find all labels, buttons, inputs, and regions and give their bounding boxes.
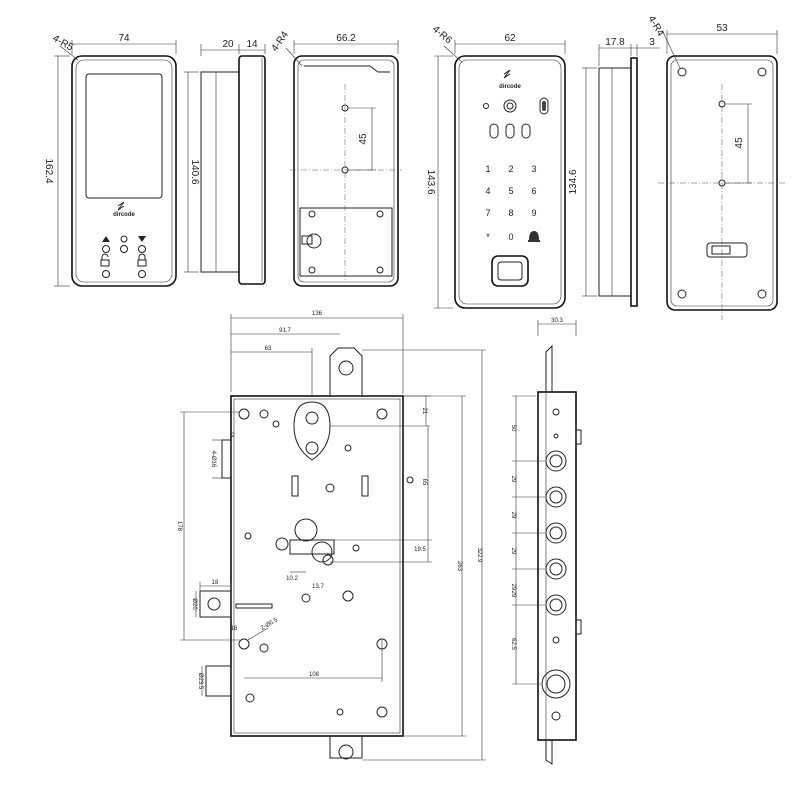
- down-arrow-icon: [138, 236, 146, 242]
- outdoor-plate-width: 66.2: [336, 33, 356, 44]
- lock-body-dim-19-5: 19.5: [414, 547, 426, 553]
- key-9: 9: [531, 208, 536, 218]
- unlock-icon: [100, 253, 110, 267]
- up-arrow-icon: [102, 236, 110, 242]
- indoor-plate-radius: 4-R4: [645, 14, 666, 39]
- lock-body-dim-178: 178: [176, 521, 182, 532]
- front-panel-radius: 4-R5: [51, 33, 76, 54]
- camera-icon: [503, 99, 517, 113]
- sensor-icon: [539, 97, 549, 115]
- lock-body-dim-263: 263: [456, 561, 462, 572]
- lock-body-dim-108: 108: [309, 672, 320, 678]
- key-star: *: [486, 232, 490, 242]
- side-panel-depth-b: 14: [246, 39, 258, 50]
- bolt-side-dim-62-5: 62.5: [510, 638, 516, 650]
- dircode-logo-icon: [503, 69, 511, 79]
- keypad-height: 143.6: [425, 169, 436, 194]
- dircode-logo-icon: [117, 201, 125, 211]
- side-panel-indoor-view: 17.8 3 134.6: [568, 37, 660, 307]
- lock-body-dim-phi23-5: Ø23.5: [197, 673, 203, 690]
- lock-body-dim-21: 21: [421, 408, 427, 415]
- indoor-hole-spacing: 45: [734, 137, 745, 149]
- lock-body-width: 136: [312, 311, 323, 317]
- lock-body-dim-63: 63: [265, 346, 272, 352]
- key-3: 3: [531, 164, 536, 174]
- indoor-side-depth-a: 17.8: [605, 37, 625, 48]
- bolt-side-dim-50: 50: [510, 425, 516, 432]
- lock-body-dim-16: 16: [231, 626, 238, 632]
- front-panel-view: dircode 74 162.4 4-R5: [43, 33, 177, 287]
- side-panel-view: 20 14 140.6: [184, 39, 266, 285]
- bolt-side-pitch-5: 29: [510, 591, 516, 598]
- key-6: 6: [531, 186, 536, 196]
- bolt-side-pitch-3: 29: [510, 548, 516, 555]
- side-panel-height: 140.6: [189, 159, 200, 184]
- circle-icon: [120, 235, 128, 243]
- bolt-side-view: 30.3 50 29 29 29 29 29 62.5: [510, 318, 582, 765]
- key-0: 0: [508, 232, 513, 242]
- back-plate-indoor-view: 45 53 4-R4: [645, 14, 786, 320]
- back-plate-outdoor-view: 45 66.2 4-R4: [269, 29, 402, 287]
- keypad-panel-view: dircode 1 2 3 4 5 6 7 8 9 * 0 62 143.6 4…: [425, 24, 566, 309]
- front-panel-brand: dircode: [113, 212, 135, 218]
- lock-body-dim-2-phi6-5: 2-Ø6.5: [260, 617, 279, 632]
- lock-body-dim-10-2: 10.2: [286, 576, 298, 582]
- indoor-side-height: 134.6: [568, 169, 579, 194]
- lock-body-dim-4-phi16: 4-Ø16: [210, 451, 216, 468]
- indoor-side-depth-b: 3: [649, 37, 655, 48]
- key-5: 5: [508, 186, 513, 196]
- lock-body-dim-2: 2: [231, 433, 235, 439]
- bell-icon: [528, 231, 540, 242]
- bolt-side-pitch-2: 29: [510, 512, 516, 519]
- keypad-brand: dircode: [499, 84, 521, 90]
- keypad-width: 62: [504, 33, 516, 44]
- front-panel-width: 74: [118, 33, 130, 44]
- key-2: 2: [508, 164, 513, 174]
- lock-icon: [137, 253, 147, 267]
- bolt-side-pitch-4: 29: [510, 584, 516, 591]
- bolt-side-pitch-1: 29: [510, 476, 516, 483]
- key-8: 8: [508, 208, 513, 218]
- lock-body-dim-phi20: Ø20: [191, 598, 197, 610]
- key-7: 7: [485, 208, 490, 218]
- lock-body-dim-322-9: 322.9: [476, 547, 482, 563]
- lock-body-view: 136 91.7 63 21 65 19.5 10.2 13.7 178 2 4…: [176, 311, 486, 761]
- side-panel-depth-a: 20: [222, 39, 234, 50]
- front-panel-height: 162.4: [43, 158, 54, 183]
- lock-body-dim-18: 18: [212, 580, 219, 586]
- lock-body-dim-91-7: 91.7: [279, 328, 291, 334]
- indoor-plate-width: 53: [716, 23, 728, 34]
- lock-body-dim-65: 65: [421, 479, 427, 486]
- bolt-side-width: 30.3: [551, 318, 563, 324]
- key-1: 1: [485, 164, 490, 174]
- keypad-radius: 4-R6: [430, 24, 454, 47]
- fingerprint-icon: [491, 255, 529, 287]
- key-4: 4: [485, 186, 490, 196]
- outdoor-hole-spacing: 45: [358, 133, 369, 145]
- lock-body-dim-13-7: 13.7: [312, 584, 324, 590]
